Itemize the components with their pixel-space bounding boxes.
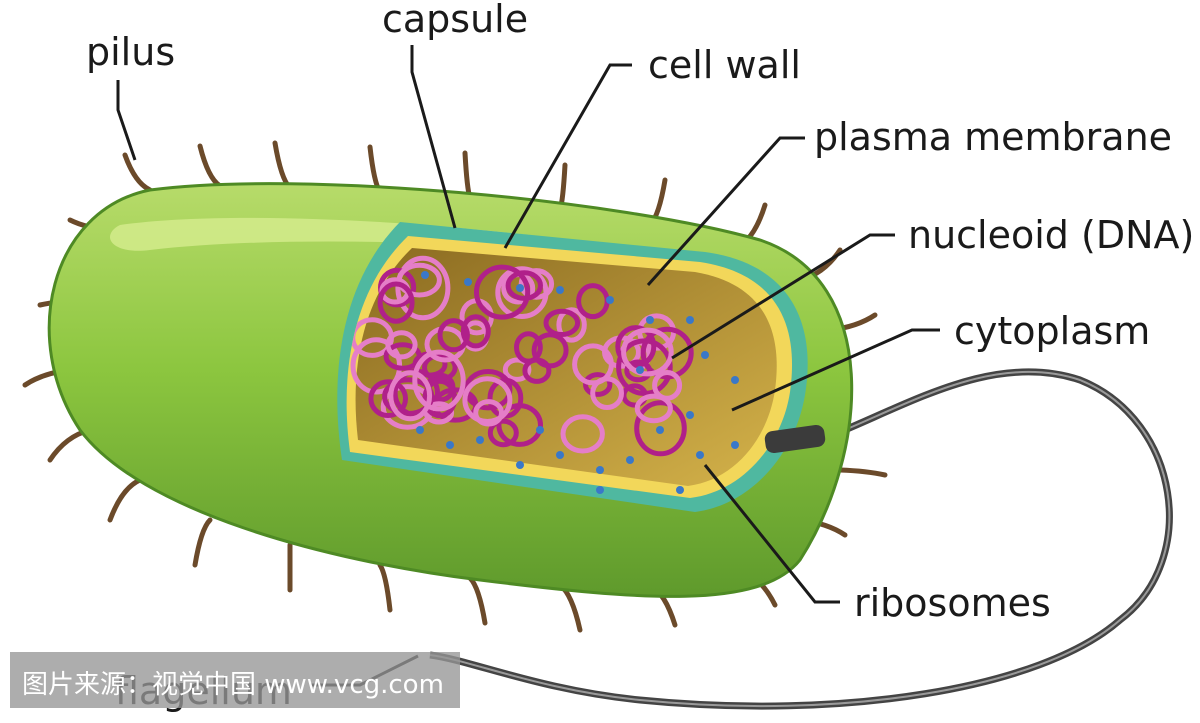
leader-nucleoid — [671, 233, 895, 360]
cytoplasm-region — [355, 248, 777, 486]
dna-loop — [388, 370, 433, 422]
pilus-hair — [197, 143, 223, 189]
ribosome-dot — [464, 278, 472, 286]
pilus-hair — [377, 562, 393, 613]
flagellum-highlight — [429, 370, 1171, 708]
watermark-text: 图片来源：视觉中国 www.vcg.com — [22, 670, 444, 700]
dna-loop — [487, 418, 519, 448]
pilus-hair — [272, 140, 293, 191]
dna-loop — [502, 357, 532, 382]
ribosome-dot — [596, 486, 604, 494]
dna-loop — [572, 343, 614, 386]
flagellum-motor — [764, 424, 826, 454]
pilus-hair — [462, 150, 473, 201]
dna-loop — [624, 359, 653, 383]
pilus-hair — [107, 477, 143, 523]
dna-loop — [505, 270, 543, 301]
label-ribosomes: ribosomes — [854, 581, 1051, 625]
ribosome-dot — [421, 271, 429, 279]
pilus-hair — [467, 575, 488, 626]
ribosome-dot — [646, 316, 654, 324]
ribosome-dot — [446, 441, 454, 449]
ribosome-dot — [536, 426, 544, 434]
ribosome-dot — [676, 486, 684, 494]
dna-loop — [634, 393, 673, 424]
ribosome-dot — [701, 351, 709, 359]
ribosome-dot — [416, 426, 424, 434]
nucleoid-dna — [350, 255, 694, 457]
watermark: 图片来源：视觉中国 www.vcg.com — [10, 652, 460, 708]
pilus-hair — [837, 467, 888, 478]
dna-loop — [377, 281, 415, 324]
dna-loop — [621, 327, 674, 377]
dna-loop — [474, 264, 531, 320]
dna-loop — [583, 372, 613, 397]
ribosome-dot — [696, 451, 704, 459]
leader-ribosomes — [703, 464, 840, 604]
label-pilus: pilus — [86, 30, 176, 74]
dna-loop — [522, 357, 552, 384]
dna-loop — [496, 403, 544, 447]
ribosome-dot — [731, 376, 739, 384]
label-cell-wall: cell wall — [648, 43, 801, 87]
ribosome-dot — [731, 441, 739, 449]
ribosome-dot — [606, 296, 614, 304]
label-nucleoid: nucleoid (DNA) — [908, 213, 1195, 257]
dna-loop — [615, 325, 657, 368]
dna-loop — [473, 399, 505, 427]
ribosome-dot — [516, 284, 524, 292]
label-cytoplasm: cytoplasm — [954, 309, 1151, 353]
ribosome-dot — [626, 456, 634, 464]
leader-pilus — [116, 80, 137, 161]
ribosome-dot — [476, 436, 484, 444]
dna-loop — [543, 308, 581, 337]
leader-cytoplasm — [731, 328, 940, 412]
dna-loop — [395, 255, 451, 321]
dna-loop — [634, 400, 687, 457]
label-plasma-membrane: plasma membrane — [814, 115, 1173, 159]
leader-cell-wall — [503, 63, 632, 249]
ribosome-dot — [686, 316, 694, 324]
dna-loop — [560, 414, 605, 454]
dna-loop — [368, 379, 409, 419]
dna-loop — [460, 314, 491, 349]
ribosomes-group — [416, 271, 739, 494]
pilus-hair — [192, 517, 213, 568]
dna-loop — [385, 330, 418, 360]
dna-loop — [556, 307, 587, 343]
ribosome-dot — [556, 451, 564, 459]
ribosome-dot — [516, 461, 524, 469]
pilus-hair — [122, 152, 153, 193]
ribosome-dot — [596, 466, 604, 474]
ribosome-dot — [656, 426, 664, 434]
label-capsule: capsule — [382, 0, 529, 41]
ribosome-dot — [556, 286, 564, 294]
dna-loop — [412, 349, 466, 412]
ribosome-dot — [686, 411, 694, 419]
ribosome-dot — [636, 366, 644, 374]
leader-plasma-membrane — [646, 136, 805, 287]
leader-capsule — [410, 45, 457, 229]
dna-loop — [437, 318, 470, 353]
